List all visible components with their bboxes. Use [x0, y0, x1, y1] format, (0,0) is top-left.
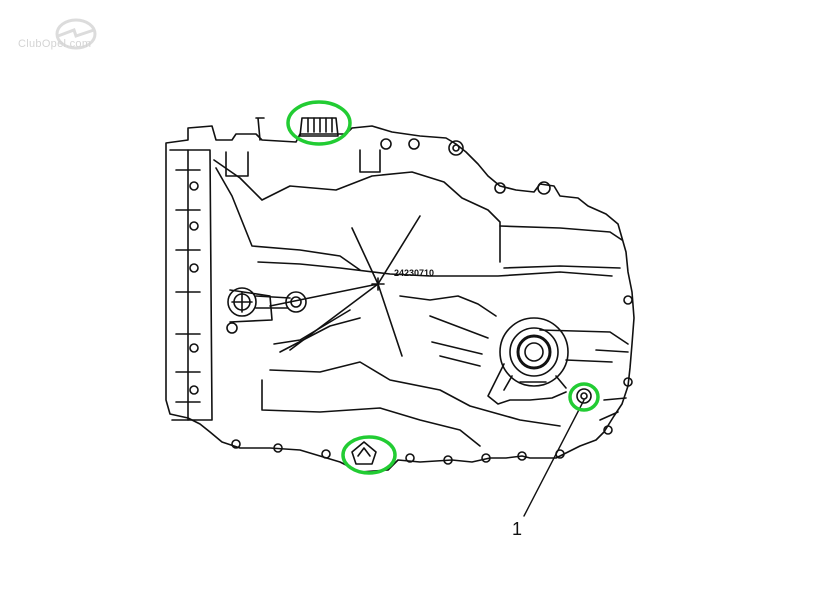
highlight-top-cap — [286, 100, 352, 146]
output-seal-outer — [499, 317, 569, 387]
housing-outline — [165, 125, 635, 473]
highlight-drain-plug — [341, 435, 397, 475]
callout-leader-line — [523, 399, 585, 517]
watermark-text: ClubOpel.com — [18, 38, 92, 50]
callout-label-1: 1 — [512, 519, 522, 539]
bell-flange — [169, 149, 213, 421]
part-number-label: 24230710 — [394, 268, 434, 278]
watermark-logo — [14, 14, 124, 58]
highlight-bolt — [568, 382, 600, 412]
